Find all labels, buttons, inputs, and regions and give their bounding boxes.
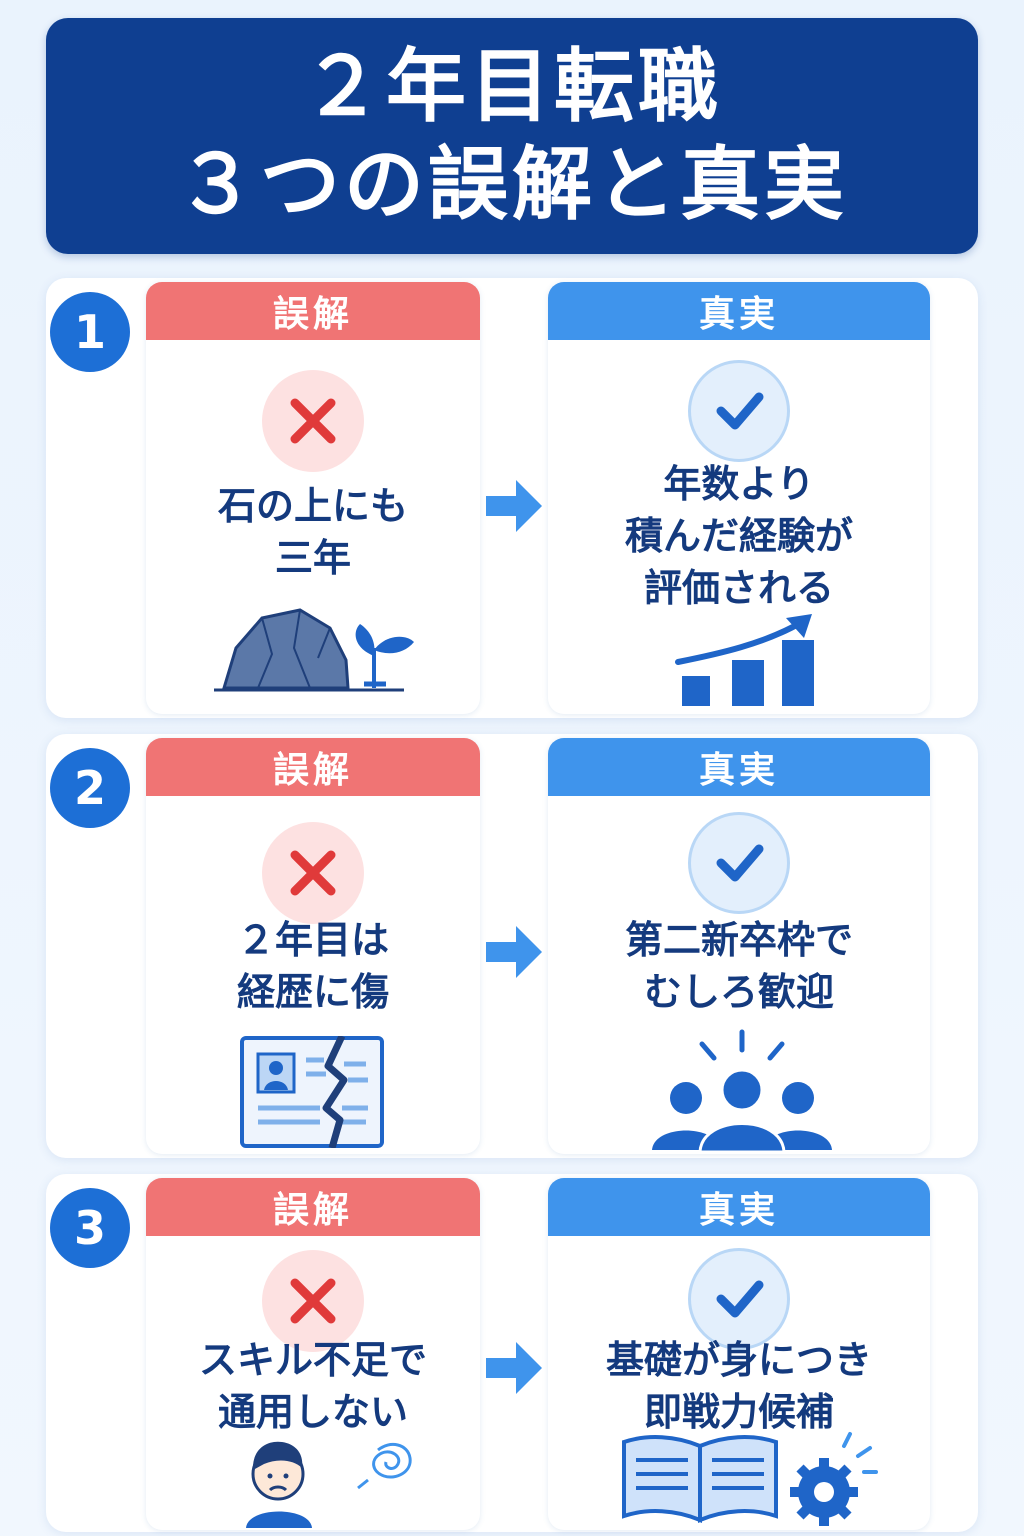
- cross-icon: [262, 1250, 364, 1352]
- title-line-1: ２年目転職: [302, 40, 722, 133]
- truth-text: 年数より 積んだ経験が 評価される: [624, 462, 853, 610]
- worried-person-icon: [246, 1441, 412, 1528]
- growth-chart-icon: [675, 614, 814, 706]
- myth-text: 石の上にも 三年: [217, 484, 408, 580]
- truth-label: 真実: [548, 738, 930, 796]
- myth-card: 誤解 石の上にも 三年: [146, 282, 480, 714]
- welcoming-people-icon: [652, 1029, 832, 1152]
- book-gear-icon: [622, 1432, 878, 1526]
- item-row-3: 3 誤解 スキル不足で 通用しない 真実 基礎が身につき 即: [46, 1174, 978, 1532]
- title-line-2: ３つの誤解と真実: [176, 138, 848, 231]
- truth-card: 真実 基礎が身につき 即戦力候補: [548, 1178, 930, 1530]
- check-icon: [688, 360, 790, 462]
- title-banner: ２年目転職 ３つの誤解と真実: [46, 18, 978, 254]
- rock-sprout-icon: [214, 608, 414, 692]
- myth-label: 誤解: [146, 282, 480, 340]
- item-row-1: 1 誤解 石の上にも 三年 真実 年数より 積んだ経験が 評価: [46, 278, 978, 718]
- myth-card: 誤解 ２年目は 経歴に傷: [146, 738, 480, 1154]
- number-badge: 3: [50, 1188, 130, 1268]
- myth-text: スキル不足で 通用しない: [198, 1338, 427, 1434]
- truth-text: 基礎が身につき 即戦力候補: [605, 1338, 872, 1434]
- myth-label: 誤解: [146, 1178, 480, 1236]
- number-badge: 1: [50, 292, 130, 372]
- check-icon: [688, 812, 790, 914]
- cracked-resume-icon: [240, 1036, 384, 1148]
- myth-card: 誤解 スキル不足で 通用しない: [146, 1178, 480, 1530]
- truth-label: 真実: [548, 282, 930, 340]
- arrow-right-icon: [486, 926, 542, 978]
- arrow-right-icon: [486, 480, 542, 532]
- cross-icon: [262, 370, 364, 472]
- truth-text: 第二新卒枠で むしろ歓迎: [624, 918, 853, 1014]
- myth-text: ２年目は 経歴に傷: [236, 918, 389, 1014]
- arrow-right-icon: [486, 1342, 542, 1394]
- number-badge: 2: [50, 748, 130, 828]
- check-icon: [688, 1248, 790, 1350]
- truth-card: 真実 年数より 積んだ経験が 評価される: [548, 282, 930, 714]
- truth-label: 真実: [548, 1178, 930, 1236]
- item-row-2: 2 誤解 ２年目は 経歴に傷 真実 第二新卒枠で むしろ歓迎: [46, 734, 978, 1158]
- cross-icon: [262, 822, 364, 924]
- truth-card: 真実 第二新卒枠で むしろ歓迎: [548, 738, 930, 1154]
- myth-label: 誤解: [146, 738, 480, 796]
